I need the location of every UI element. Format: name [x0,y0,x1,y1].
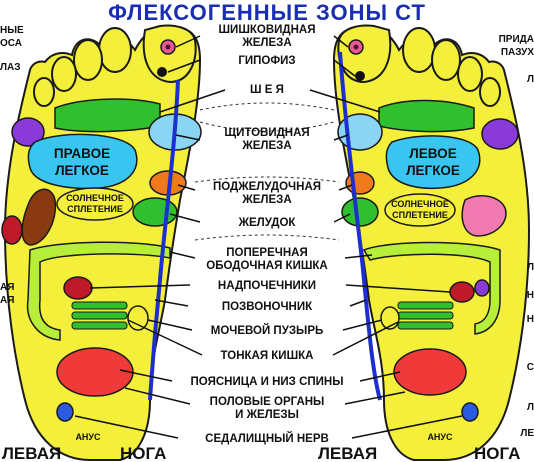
right-lung-zone [385,135,481,190]
edge-left-2: ОСА [0,38,22,49]
right-anus-label: АНУС [427,432,453,442]
label-stomach: ЖЕЛУДОК [238,217,297,229]
edge-left-5: АЯ [0,295,14,306]
label-lower-back: ПОЯСНИЦА И НИЗ СПИНЫ [191,376,344,388]
left-bladder-zone [127,305,149,331]
label-thyroid-1: ЩИТОВИДНАЯ [224,127,309,139]
edge-right-2: ПАЗУХ [501,47,534,58]
left-spine-line [148,79,180,401]
left-lung-label-2: ЛЕГКОЕ [55,163,109,178]
right-toe-3 [431,39,461,81]
right-neck-zone [378,99,475,133]
left-toe-2 [98,27,132,73]
label-pituitary: ГИПОФИЗ [238,55,295,67]
right-adrenal-zone [449,281,475,303]
edge-labels-left: НЫЕ ОСА ЛАЗ АЯ АЯ [0,25,24,306]
label-sciatic: СЕДАЛИЩНЫЙ НЕРВ [205,432,329,445]
left-anus-label: АНУС [75,432,101,442]
edge-right-1: ПРИДА [499,34,534,45]
edge-right-5: Н [527,290,534,301]
right-lower-back-zone [393,348,467,396]
edge-left-1: НЫЕ [0,25,24,36]
center-labels: ШИШКОВИДНАЯ ЖЕЛЕЗА ГИПОФИЗ Ш Е Я ЩИТОВИД… [74,24,463,445]
left-toe-3 [73,39,103,81]
label-neck: Ш Е Я [250,84,284,96]
left-small-intestine-zone [71,301,128,330]
left-adrenal-zone [63,276,93,300]
label-pancreas-1: ПОДЖЕЛУДОЧНАЯ [213,181,321,193]
edge-right-8: Л [527,402,534,413]
left-stomach-zone [132,197,178,227]
right-eye-zone [481,118,519,150]
label-colon-2: ОБОДОЧНАЯ КИШКА [206,260,327,272]
bottom-right-leg-1: ЛЕВАЯ [318,444,377,462]
diagram-title: ФЛЕКСОГЕННЫЕ ЗОНЫ СТ [108,0,426,25]
right-toe-5 [479,77,501,107]
right-spleen-zone [461,195,507,237]
label-adrenal: НАДПОЧЕЧНИКИ [218,280,316,292]
right-pineal-core [353,44,359,50]
guide-lines [194,102,340,241]
left-neck-zone [54,98,161,133]
edge-right-6: Н [527,314,534,325]
edge-left-3: ЛАЗ [0,62,21,73]
pointer-lines [74,35,463,439]
label-pineal-1: ШИШКОВИДНАЯ [219,24,316,36]
left-side-red-zone [1,215,23,245]
right-stomach-zone [341,197,379,227]
left-foot: ПРАВОЕ ЛЕГКОЕ СОЛНЕЧНОЕ СПЛЕТЕНИЕ АНУС [1,24,202,461]
right-kidney-zone [474,279,490,297]
label-spine: ПОЗВОНОЧНИК [222,301,313,313]
bottom-left-leg-1: ЛЕВАЯ [2,444,61,462]
edge-labels-right: ПРИДА ПАЗУХ Л Л Н Н С Л ЛЕ [499,34,534,439]
left-pituitary-zone [157,67,167,77]
edge-right-9: ЛЕ [520,428,534,439]
right-spine-line [338,51,382,401]
right-foot: ЛЕВОЕ ЛЕГКОЕ СОЛНЕЧНОЕ СПЛЕТЕНИЕ АНУС [332,24,531,461]
bottom-left-leg-2: НОГА [120,444,166,462]
right-toe-2 [402,27,436,73]
left-colon-zone [26,241,171,341]
edge-left-4: АЯ [0,282,14,293]
left-plexus-label-2: СПЛЕТЕНИЕ [67,204,123,214]
left-lung-zone [27,133,138,190]
bottom-labels: ЛЕВАЯ НОГА ЛЕВАЯ НОГА [2,444,520,462]
left-pineal-core [165,44,171,50]
left-toe-4 [51,56,77,92]
right-colon-zone [362,241,501,335]
label-genitals-2: И ЖЕЛЕЗЫ [235,409,299,421]
left-lower-back-zone [56,347,134,397]
right-anus-zone [461,402,479,422]
right-pituitary-zone [355,71,365,81]
bottom-right-leg-2: НОГА [474,444,520,462]
right-lung-label-1: ЛЕВОЕ [409,146,456,161]
left-toe-5 [33,77,55,107]
right-solar-plexus-zone [384,193,456,227]
label-small-intestine: ТОНКАЯ КИШКА [221,350,314,362]
left-solar-plexus-zone [56,187,134,221]
right-toe-4 [457,56,483,92]
label-colon-1: ПОПЕРЕЧНАЯ [226,247,307,259]
right-lung-label-2: ЛЕГКОЕ [406,163,460,178]
right-plexus-label-1: СОЛНЕЧНОЕ [391,199,449,209]
label-pancreas-2: ЖЕЛЕЗА [241,194,291,206]
right-small-intestine-zone [397,301,454,330]
edge-right-3: Л [527,74,534,85]
edge-right-4: Л [527,262,534,273]
label-genitals-1: ПОЛОВЫЕ ОРГАНЫ [210,396,325,408]
left-eye-zone [11,117,45,147]
left-lung-label-1: ПРАВОЕ [54,146,110,161]
edge-right-7: С [527,362,534,373]
label-bladder: МОЧЕВОЙ ПУЗЫРЬ [211,324,324,337]
label-pineal-2: ЖЕЛЕЗА [241,37,291,49]
label-thyroid-2: ЖЕЛЕЗА [241,140,291,152]
left-anus-zone [56,402,74,422]
right-plexus-label-2: СПЛЕТЕНИЕ [392,210,448,220]
left-plexus-label-1: СОЛНЕЧНОЕ [66,193,124,203]
